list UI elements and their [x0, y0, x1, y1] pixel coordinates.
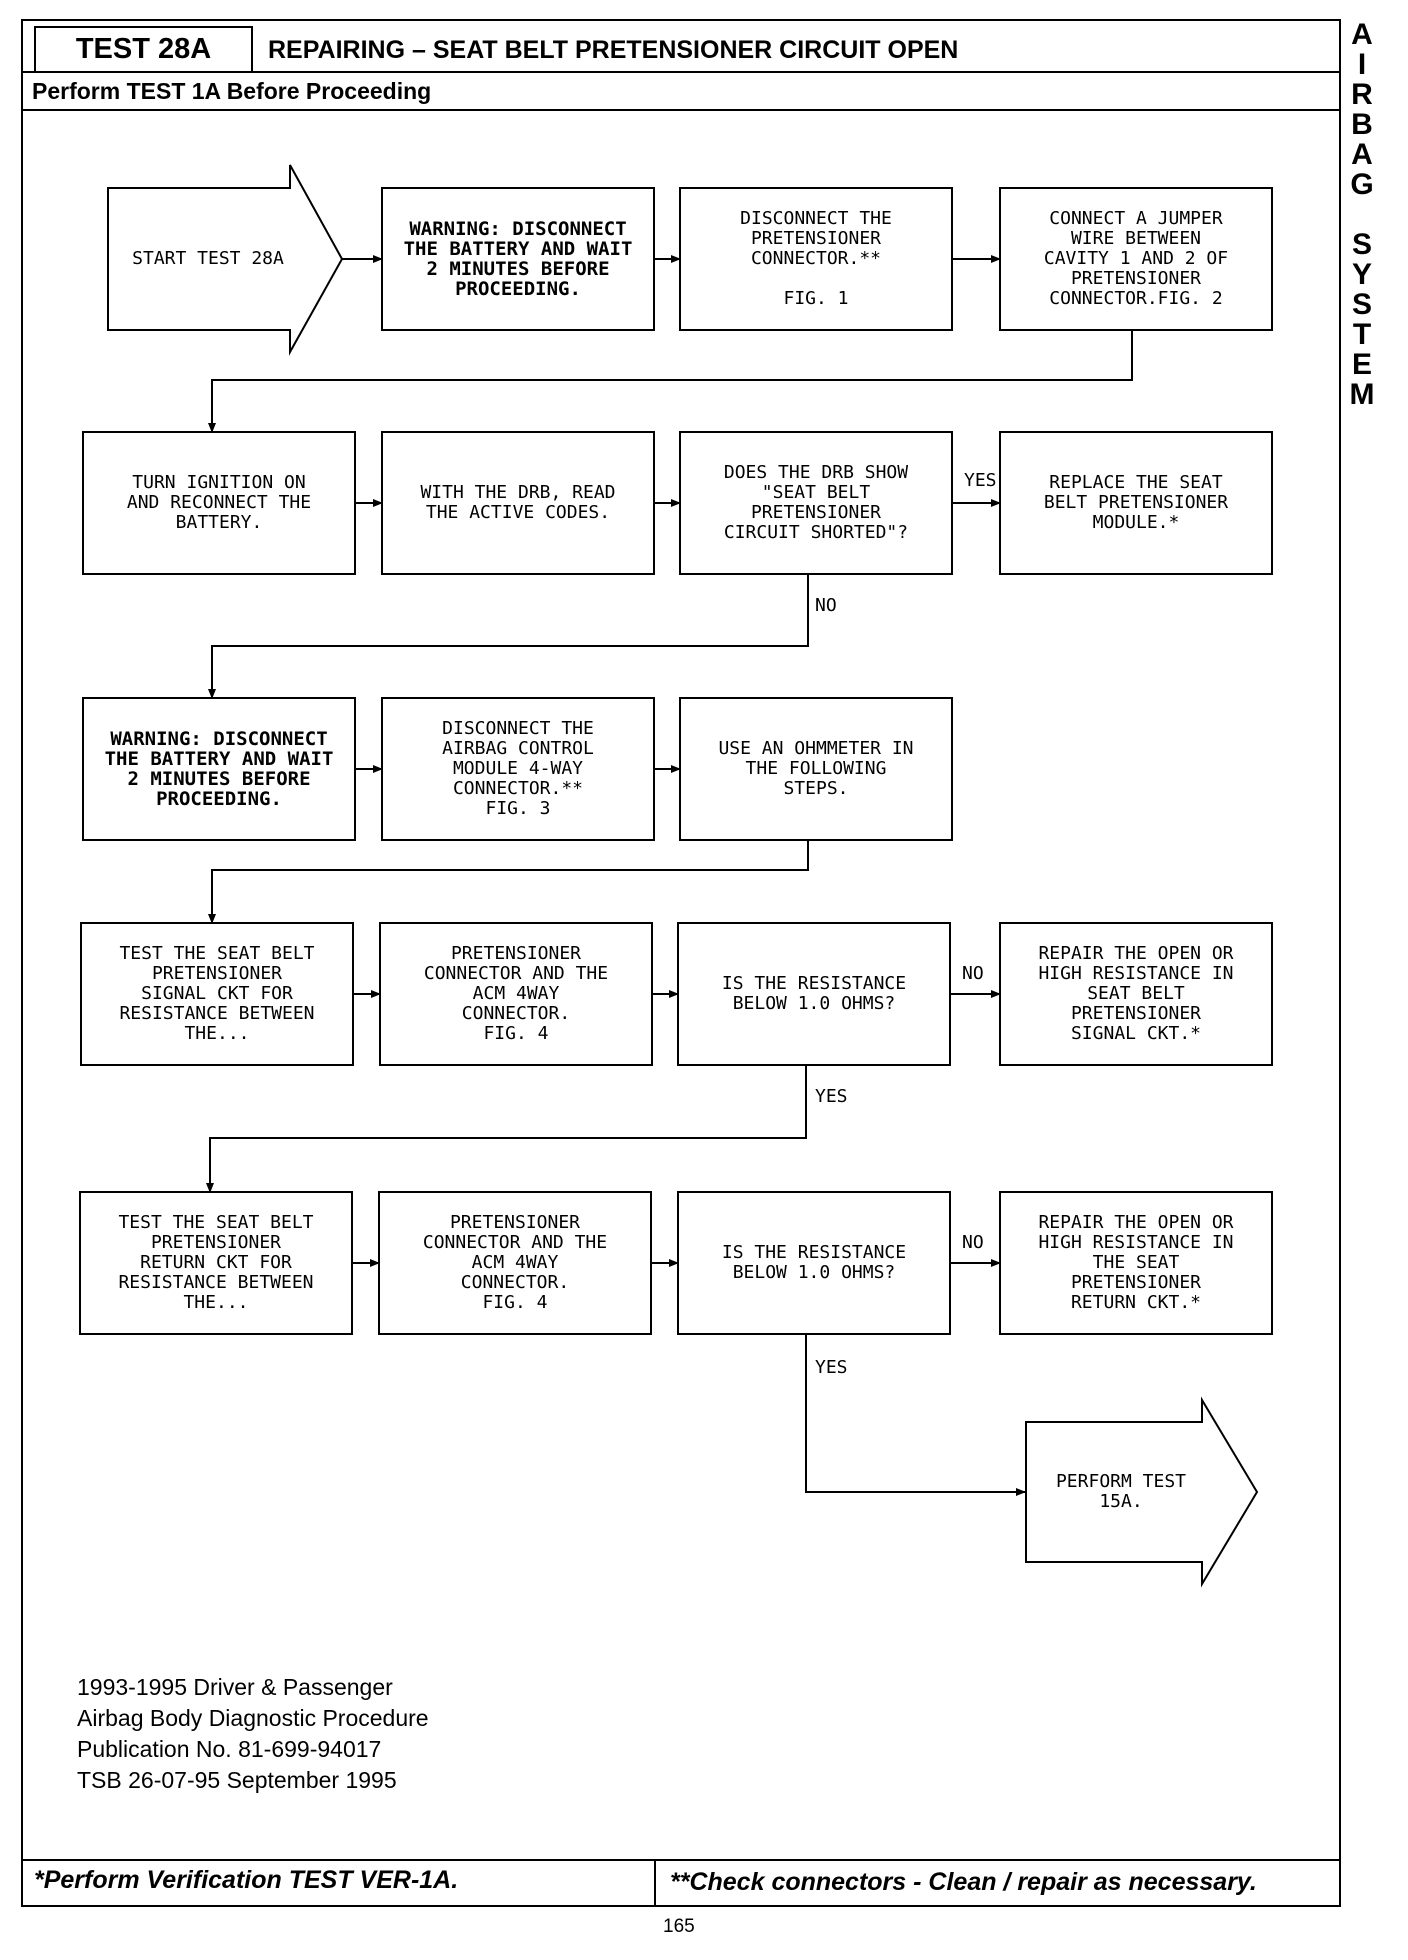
label-no-resist1: NO: [962, 963, 984, 984]
side-label: A I R B A G S Y S T E M: [1349, 18, 1375, 411]
test-id: TEST 28A: [75, 33, 212, 65]
node-disc-acm: DISCONNECT THE AIRBAG CONTROL MODULE 4-W…: [442, 718, 594, 819]
node-pret-acm1: PRETENSIONER CONNECTOR AND THE ACM 4WAY …: [423, 943, 609, 1044]
node-jumper: CONNECT A JUMPER WIRE BETWEEN CAVITY 1 A…: [1043, 208, 1229, 309]
page-subtitle: Perform TEST 1A Before Proceeding: [32, 78, 432, 104]
node-drb-read: WITH THE DRB, READ THE ACTIVE CODES.: [420, 482, 616, 523]
footer-right-note: **Check connectors - Clean / repair as n…: [670, 1868, 1257, 1896]
node-test-signal: TEST THE SEAT BELT PRETENSIONER SIGNAL C…: [119, 943, 315, 1044]
perform-arrow-shape: [1025, 1396, 1259, 1588]
publication-info: 1993-1995 Driver & Passenger Airbag Body…: [77, 1674, 429, 1793]
page-number: 165: [663, 1916, 695, 1937]
node-resist2: IS THE RESISTANCE BELOW 1.0 OHMS?: [721, 1242, 907, 1283]
page-title: REPAIRING – SEAT BELT PRETENSIONER CIRCU…: [268, 36, 959, 64]
node-replace: REPLACE THE SEAT BELT PRETENSIONER MODUL…: [1043, 472, 1229, 533]
node-test-return: TEST THE SEAT BELT PRETENSIONER RETURN C…: [118, 1212, 314, 1313]
label-yes-resist1: YES: [815, 1086, 848, 1107]
node-ohmmeter: USE AN OHMMETER IN THE FOLLOWING STEPS.: [718, 738, 914, 799]
label-no-drb: NO: [815, 595, 837, 616]
node-start: START TEST 28A: [132, 248, 284, 269]
label-yes-replace: YES: [964, 470, 997, 491]
node-resist1: IS THE RESISTANCE BELOW 1.0 OHMS?: [721, 973, 907, 1014]
node-warn1: WARNING: DISCONNECT THE BATTERY AND WAIT…: [403, 218, 633, 300]
node-repair-signal: REPAIR THE OPEN OR HIGH RESISTANCE IN SE…: [1038, 943, 1234, 1044]
node-pret-acm2: PRETENSIONER CONNECTOR AND THE ACM 4WAY …: [422, 1212, 608, 1313]
node-drb-show: DOES THE DRB SHOW "SEAT BELT PRETENSIONE…: [723, 462, 909, 543]
node-ignition: TURN IGNITION ON AND RECONNECT THE BATTE…: [126, 472, 312, 533]
node-warn2: WARNING: DISCONNECT THE BATTERY AND WAIT…: [104, 728, 334, 810]
label-no-resist2: NO: [962, 1232, 984, 1253]
page-frame: [21, 19, 1341, 1907]
test-id-box: [34, 26, 253, 73]
start-arrow-shape: [107, 164, 344, 356]
label-yes-resist2: YES: [815, 1357, 848, 1378]
node-repair-return: REPAIR THE OPEN OR HIGH RESISTANCE IN TH…: [1038, 1212, 1234, 1313]
node-disc-pret: DISCONNECT THE PRETENSIONER CONNECTOR.**…: [740, 208, 892, 309]
node-perform15a: PERFORM TEST 15A.: [1055, 1471, 1187, 1512]
footer-left-note: *Perform Verification TEST VER-1A.: [34, 1866, 459, 1894]
